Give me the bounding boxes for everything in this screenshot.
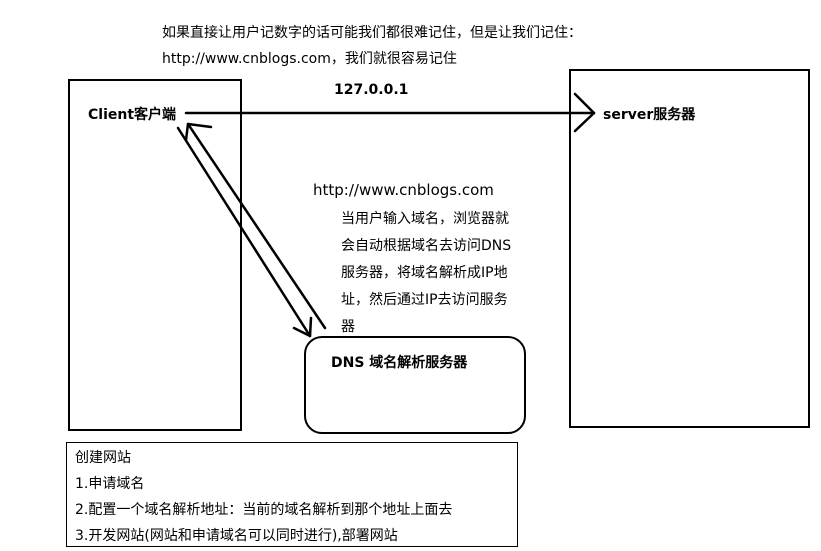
client-to-dns-arrow — [176, 126, 312, 338]
steps-title: 创建网站 — [75, 450, 131, 466]
client-arrowhead — [184, 122, 213, 142]
server-box — [569, 69, 810, 428]
dns-explanation: 当用户输入域名，浏览器就 会自动根据域名去访问DNS 服务器，将域名解析成IP地… — [341, 206, 511, 341]
intro-text: 如果直接让用户记数字的话可能我们都很难记住，但是让我们记住： http://ww… — [162, 20, 582, 72]
step-item: 2.配置一个域名解析地址：当前的域名解析到那个地址上面去 — [75, 502, 453, 518]
domain-label: http://www.cnblogs.com — [313, 181, 494, 199]
server-label: server服务器 — [603, 107, 696, 123]
dns-label: DNS 域名解析服务器 — [331, 355, 468, 371]
explanation-line: 器 — [341, 319, 355, 335]
step-item: 1.申请域名 — [75, 476, 145, 492]
dns-arrowhead — [292, 316, 313, 338]
create-website-steps: 创建网站 1.申请域名 2.配置一个域名解析地址：当前的域名解析到那个地址上面去… — [66, 442, 518, 547]
explanation-line: 会自动根据域名去访问DNS — [341, 238, 512, 254]
explanation-line: 当用户输入域名，浏览器就 — [341, 211, 509, 227]
client-box — [68, 79, 242, 431]
server-arrowhead — [573, 92, 596, 133]
explanation-line: 址，然后通过IP去访问服务 — [341, 292, 508, 308]
dns-server-box — [304, 336, 526, 434]
intro-line-2: http://www.cnblogs.com，我们就很容易记住 — [162, 51, 457, 67]
step-item: 3.开发网站(网站和申请域名可以同时进行),部署网站 — [75, 528, 398, 544]
ip-label: 127.0.0.1 — [334, 82, 409, 98]
explanation-line: 服务器，将域名解析成IP地 — [341, 265, 508, 281]
intro-line-1: 如果直接让用户记数字的话可能我们都很难记住，但是让我们记住： — [162, 25, 582, 41]
dns-to-client-arrow — [186, 122, 327, 330]
client-label: Client客户端 — [88, 107, 177, 123]
